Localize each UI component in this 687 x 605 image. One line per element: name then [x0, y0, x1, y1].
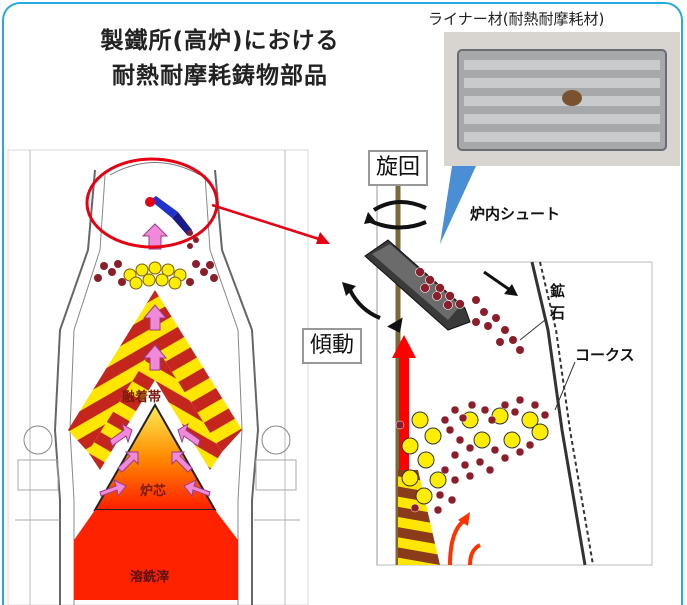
liner-photo — [444, 32, 680, 166]
page-title: 製鐵所(高炉)における 耐熱耐摩耗鋳物部品 — [55, 24, 385, 94]
molten-iron-label: 溶銑滓 — [130, 570, 170, 585]
furnace-chute — [145, 196, 199, 249]
burden-balls — [94, 260, 218, 290]
ore-label-1: 鉱 — [550, 282, 566, 300]
hearth-label: 炉芯 — [140, 484, 167, 499]
photo-caption: ライナー材(耐熱耐摩耗材) — [428, 10, 605, 28]
furnace-structure — [7, 149, 309, 605]
callout-arrow — [211, 203, 330, 244]
title-line-1: 製鐵所(高炉)における — [100, 28, 340, 54]
burden-layer — [68, 290, 242, 452]
coke-label: コークス — [575, 346, 635, 364]
ore-label-2: 石 — [550, 304, 566, 322]
gas-flow-arrows — [99, 223, 211, 498]
tilt-label: 傾動 — [302, 328, 363, 364]
molten-iron-pool — [74, 510, 238, 600]
title-line-2: 耐熱耐摩耗鋳物部品 — [112, 63, 328, 89]
cohesive-zone-label: 融着帯 — [122, 390, 162, 405]
chute-closeup — [342, 150, 653, 566]
chute-label: 炉内シュート — [470, 205, 561, 223]
highlight-ellipse — [85, 157, 219, 249]
rotation-label: 旋回 — [368, 150, 429, 186]
